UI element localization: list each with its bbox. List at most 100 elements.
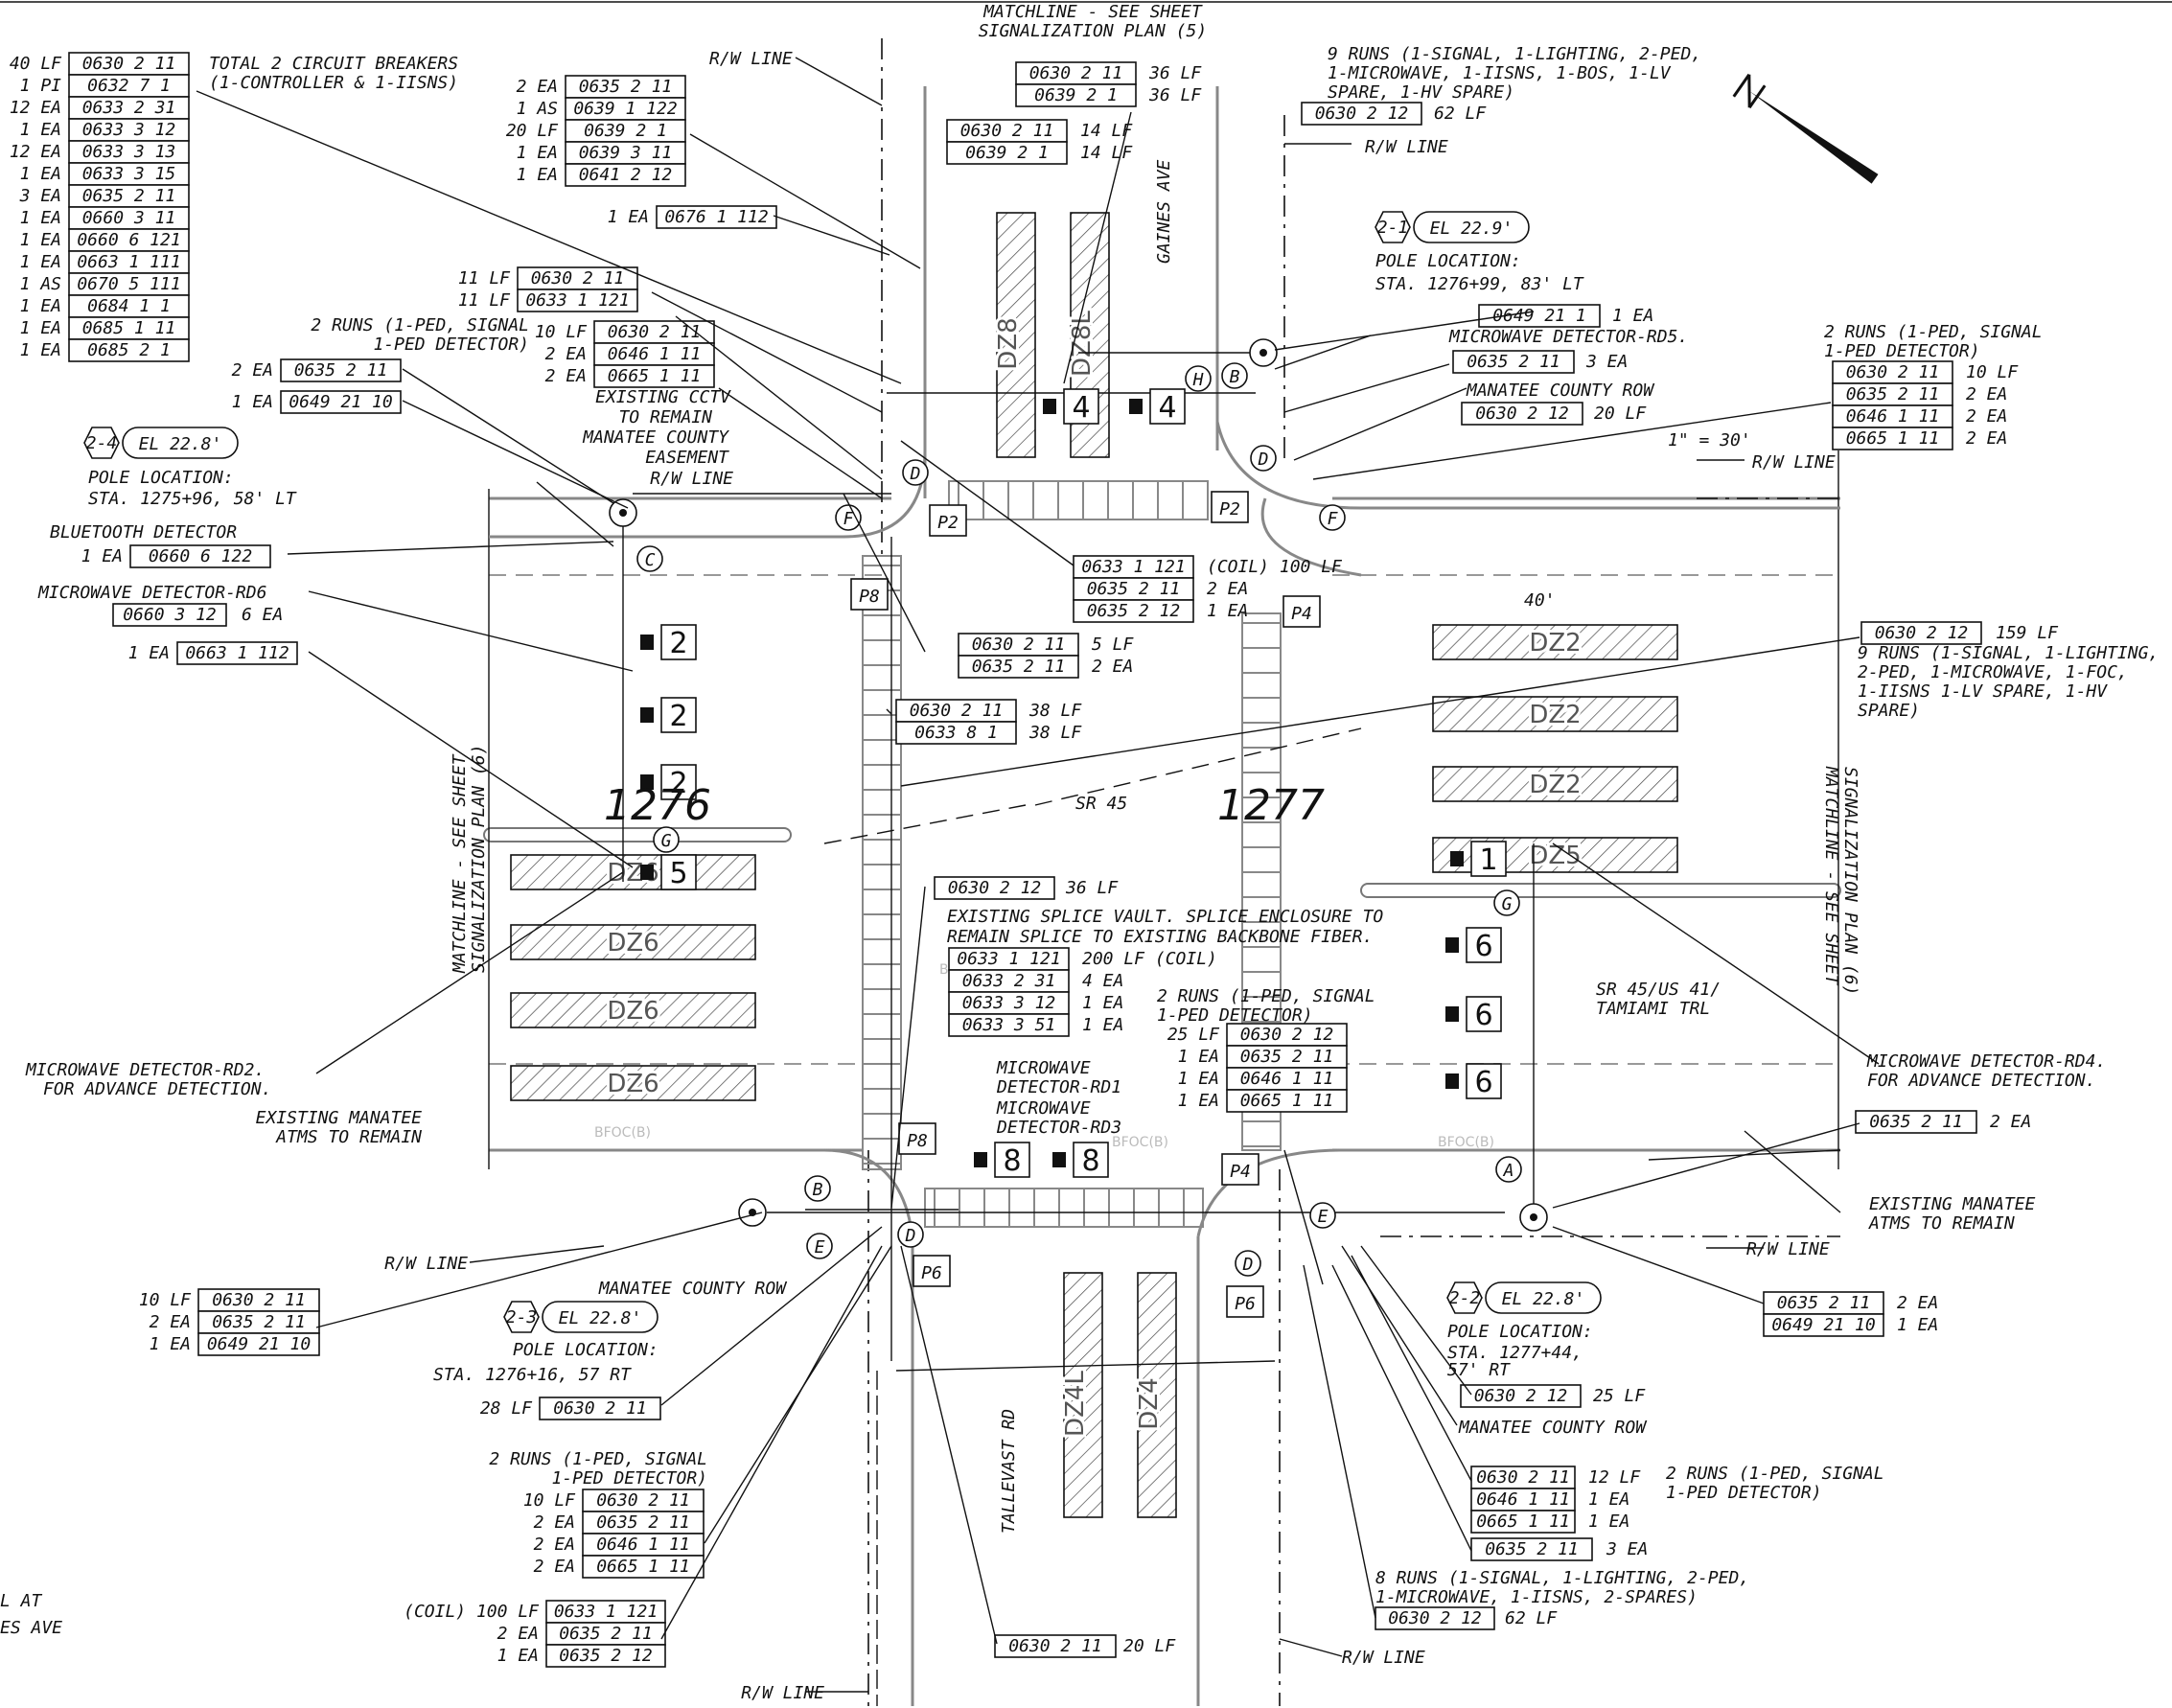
label-text: 25 LF [1593,1386,1646,1406]
item-38lf-box [895,721,1017,745]
item-11lf-box [517,289,638,312]
mw-rd2-label: MICROWAVE DETECTOR-RD2. [25,1060,265,1080]
item-5lf-qty: 2 EA [1092,657,1133,677]
item-10lf-top-box [593,364,715,388]
item-mid: 0630 2 12 [1240,1025,1334,1045]
item-10lf-top-qty: 10 LF [535,322,588,342]
label-text: 62 LF [1505,1608,1558,1628]
pay-item-qty: 1 EA [20,340,61,360]
signal-head-box [1466,1063,1502,1099]
item-14lf: 0630 2 11 [960,121,1054,141]
item-36lf-qty: 36 LF [1148,85,1202,105]
pole-2-3-hex [503,1301,540,1333]
label-text: STA. 1276+99, 83' LT [1375,274,1584,294]
top-center-item-qty: 2 EA [517,77,558,97]
runs-9-label: 2-PED, 1-MICROWAVE, 1-FOC, [1858,662,2128,682]
item-20lf: 0630 2 12 [1475,404,1569,424]
cctv-label: TO REMAIN [618,407,712,427]
item-splice-box [948,1013,1070,1037]
item-bottom-right-qty: 1 EA [1897,1315,1938,1335]
item-12lf: 0665 1 11 [1476,1512,1570,1532]
mw-rd4-label: FOR ADVANCE DETECTION. [1867,1071,2095,1091]
detection-zone-label: DZ2 [1529,701,1581,729]
pay-item: 0685 1 11 [82,318,176,338]
callout-letter-icon [897,1221,924,1248]
callout-letter: A [1503,1161,1514,1181]
pole-2-2-elevation-box [1485,1281,1602,1314]
runs-label: 1-PED DETECTOR) [551,1468,707,1489]
runs-label: 1-PED DETECTOR) [1157,1005,1313,1026]
detection-zone-label: DZ6 [607,929,659,958]
item-splice: 0633 2 31 [962,971,1056,991]
item-bottom-left2-qty: 2 EA [534,1535,575,1555]
label-text: MICROWAVE [996,1098,1091,1119]
item-top-right-qty: 2 EA [1966,406,2007,427]
item-bottom-left2-qty: 10 LF [523,1490,576,1511]
item-10lf-top-qty: 2 EA [545,366,587,386]
pay-item: 0630 2 11 [82,54,176,74]
callout-letter-icon [835,504,862,531]
item-12lf: 0646 1 11 [1476,1489,1570,1510]
item-38lf: 0633 8 1 [914,723,998,743]
detection-zone-label: DZ8 [994,317,1023,369]
top-center-item: 0635 2 11 [579,77,673,97]
label-text: 6 EA [242,605,283,625]
pay-item-qty: 1 EA [20,208,61,228]
pay-item-qty: 40 LF [10,54,62,74]
callout-letter: G [1502,894,1513,914]
matchline-right: MATCHLINE - SEE SHEET [1821,766,1841,986]
callout-letter-icon [902,459,929,486]
mw-rd2-label: FOR ADVANCE DETECTION. [43,1079,271,1099]
label-text: 159 LF [1996,623,2059,643]
item-5lf-box [958,655,1079,679]
top-center-item: 0641 2 12 [579,165,673,185]
detection-zone [1137,1272,1177,1518]
item-36lf-mid-box [934,876,1055,900]
item-top-right: 0646 1 11 [1846,406,1940,427]
callout-letter-icon [1495,1156,1522,1183]
detection-zone [510,992,756,1028]
item-top-right: 0630 2 11 [1846,362,1940,382]
signal-head-icon [640,707,654,723]
runs-label: 2 RUNS (1-PED, SIGNAL [489,1449,707,1469]
pay-item-qty: 1 EA [20,318,61,338]
pay-item: 0684 1 1 [87,296,171,316]
signal-head-box [1149,388,1186,425]
item-3ea-box [1452,350,1575,374]
callout-letter: D [1242,1255,1254,1275]
leader-lines [196,57,1880,1693]
item-3ea-bottom: 0635 2 11 [1485,1539,1579,1559]
item-11lf-qty: 11 LF [458,290,511,311]
label-text: 1 EA [81,546,123,566]
top-center-item: 0639 2 1 [584,121,667,141]
pay-item: 0633 3 15 [82,164,176,184]
runs-9-label: SPARE, 1-HV SPARE) [1328,82,1514,103]
item-splice: 0633 1 121 [957,949,1060,969]
signal-head-number: 2 [669,627,687,660]
manatee-row-label: MANATEE COUNTY ROW [598,1279,788,1299]
pay-item-qty: 1 EA [20,230,61,250]
pay-item: 0670 5 111 [77,274,180,294]
detection-zone-label: DZ8L [1068,311,1097,377]
detection-zone-label: DZ6 [607,1070,659,1098]
pay-item: 0633 2 31 [82,98,176,118]
item-coil-mid-box [1073,599,1194,623]
item-mid-qty: 1 EA [1178,1047,1219,1067]
callout-letter: D [1258,450,1269,470]
pole-2-2-elevation: EL 22.8' [1502,1289,1585,1309]
pole-station: STA. 1275+96, 58' LT [88,489,297,509]
item-25lf-box [1460,1384,1582,1408]
callout-letter: G [661,831,672,851]
svg-text:BFOC(B): BFOC(B) [594,1125,651,1141]
label-text: 3 EA [1606,1539,1648,1559]
item-11lf: 0630 2 11 [531,268,625,289]
item-14lf: 0639 2 1 [965,143,1049,163]
item-0663-box [176,641,298,665]
top-center-item-qty: 1 EA [517,165,558,185]
item-bottom-left: 0635 2 11 [212,1312,306,1332]
phase-label: P4 [1291,604,1312,624]
pay-item: 0663 1 111 [77,252,180,272]
runs-label: 1-PED DETECTOR) [1824,341,1980,361]
pay-item-qty: 12 EA [10,98,61,118]
